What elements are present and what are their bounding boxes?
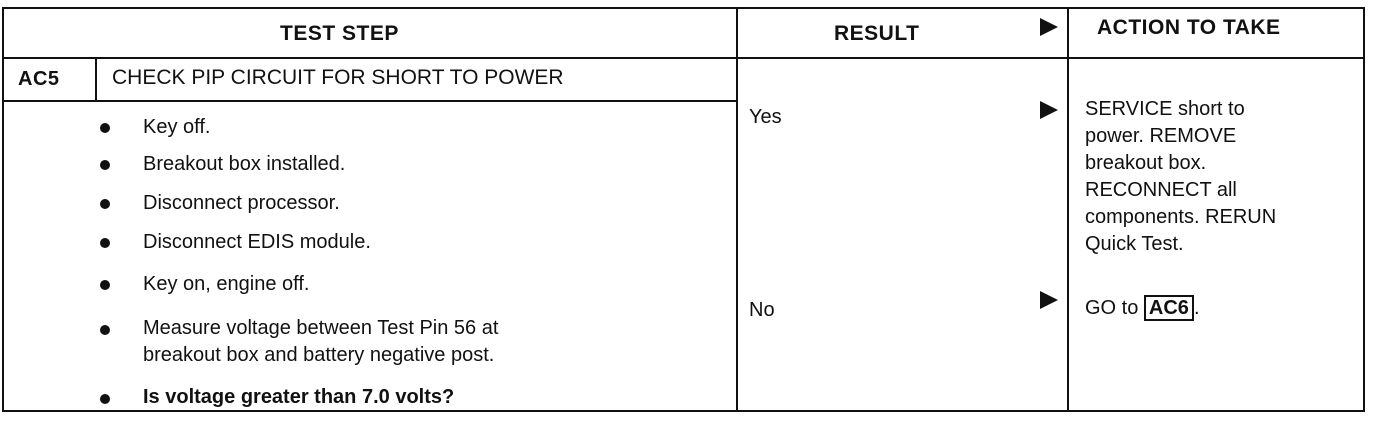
right-triangle-icon — [1040, 18, 1058, 36]
action-no-suffix: . — [1193, 297, 1200, 319]
step-reference-box: AC6 — [1143, 295, 1194, 321]
result-yes: Yes — [749, 106, 782, 128]
header-test-step: TEST STEP — [280, 22, 399, 45]
table-bottom-border — [2, 410, 1364, 412]
table-left-border — [2, 7, 4, 412]
action-yes-line: RECONNECT all — [1085, 179, 1237, 201]
bullet-text-breakout-box: Breakout box installed. — [143, 153, 346, 175]
bullet-icon — [100, 280, 110, 290]
bullet-text-disconnect-edis: Disconnect EDIS module. — [143, 231, 371, 253]
bullet-icon — [100, 123, 110, 133]
bullet-text-measure-voltage: Measure voltage between Test Pin 56 at — [143, 317, 499, 339]
right-triangle-icon — [1040, 101, 1058, 119]
action-yes-line: Quick Test. — [1085, 233, 1184, 255]
bullet-text-measure-voltage-cont: breakout box and battery negative post. — [143, 344, 495, 366]
action-yes-line: breakout box. — [1085, 152, 1207, 174]
table-top-border — [2, 7, 1364, 9]
step-id-divider — [95, 57, 97, 102]
right-triangle-icon — [1040, 291, 1058, 309]
bullet-icon — [100, 394, 110, 404]
result-column-left-border — [736, 7, 738, 412]
action-no-prefix: GO to — [1085, 297, 1139, 319]
step-title: CHECK PIP CIRCUIT FOR SHORT TO POWER — [112, 66, 564, 89]
action-yes-line: SERVICE short to — [1085, 98, 1245, 120]
action-yes-line: power. REMOVE — [1085, 125, 1237, 147]
bullet-icon — [100, 199, 110, 209]
bullet-icon — [100, 238, 110, 248]
bullet-icon — [100, 160, 110, 170]
header-result: RESULT — [834, 22, 920, 45]
bullet-icon — [100, 325, 110, 335]
action-no: GO to AC6. — [1085, 294, 1200, 322]
action-yes: SERVICE short to power. REMOVE breakout … — [1085, 96, 1355, 258]
table-right-border — [1363, 7, 1365, 412]
action-yes-line: components. RERUN — [1085, 206, 1277, 228]
step-title-bottom-border — [2, 100, 736, 102]
step-id: AC5 — [18, 68, 60, 90]
bullet-text-key-off: Key off. — [143, 116, 211, 138]
header-bottom-border — [2, 57, 1364, 59]
bullet-text-question: Is voltage greater than 7.0 volts? — [143, 386, 455, 408]
header-action-to-take: ACTION TO TAKE — [1097, 16, 1281, 39]
action-column-left-border — [1067, 7, 1069, 412]
bullet-text-disconnect-processor: Disconnect processor. — [143, 192, 340, 214]
bullet-text-key-on: Key on, engine off. — [143, 273, 310, 295]
result-no: No — [749, 299, 775, 321]
